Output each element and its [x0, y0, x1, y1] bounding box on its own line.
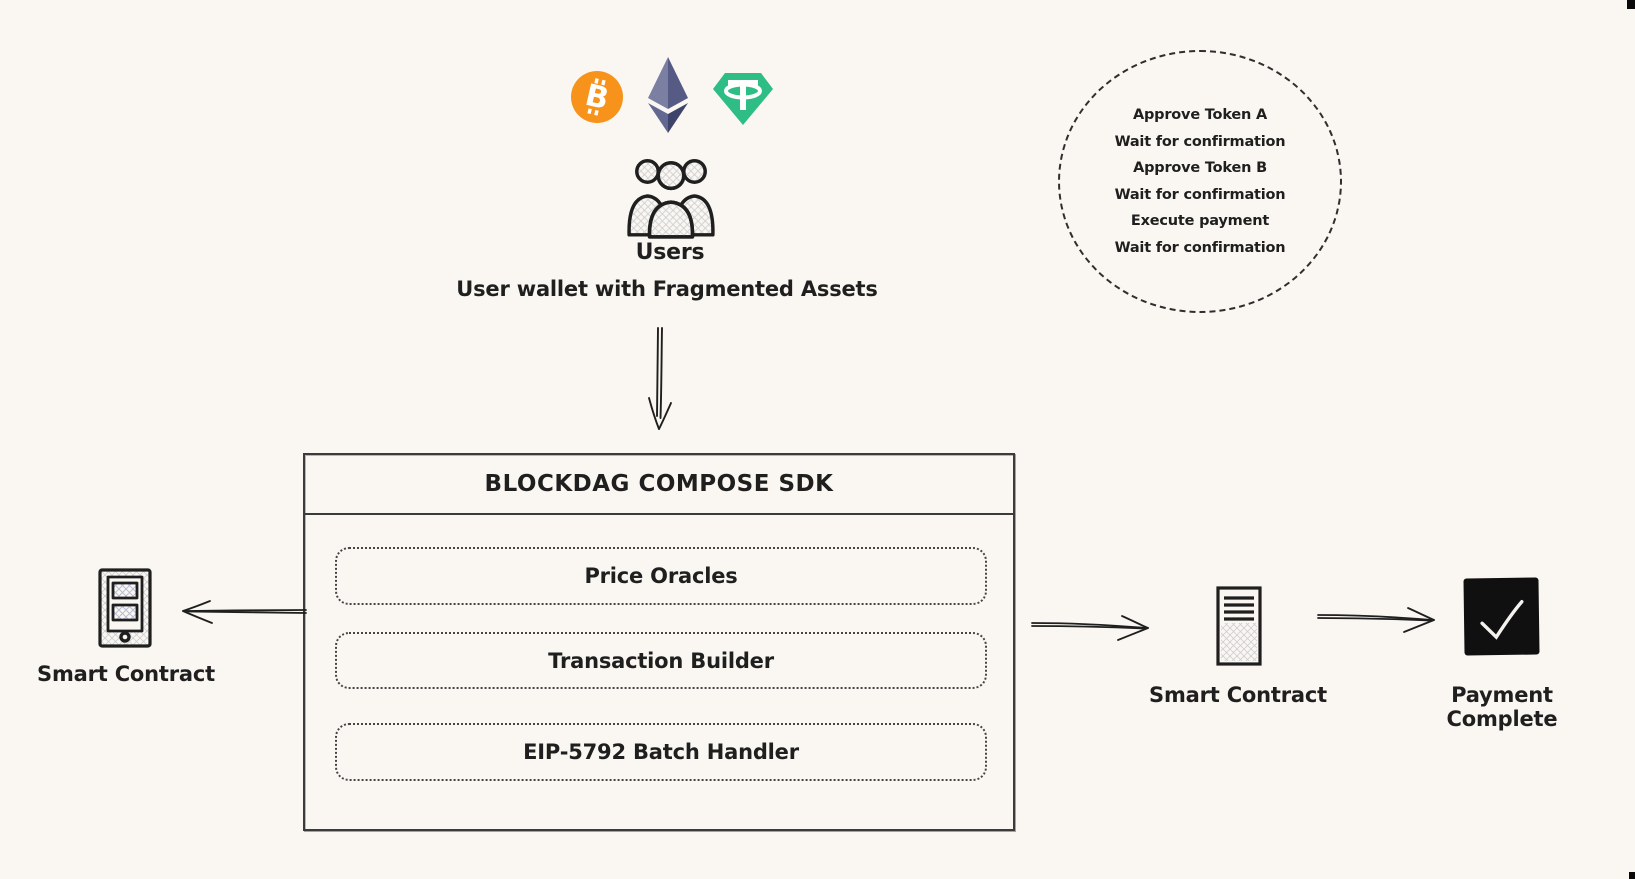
mobile-contract-icon — [98, 568, 152, 648]
right-contract-label: Smart Contract — [1149, 683, 1327, 707]
server-contract-icon — [1216, 586, 1262, 666]
sdk-module-price-oracles: Price Oracles — [335, 547, 987, 605]
payment-complete-label: Payment Complete — [1446, 683, 1558, 731]
users-icon — [623, 152, 719, 240]
sdk-title: BLOCKDAG COMPOSE SDK — [305, 455, 1013, 515]
payment-complete-box — [1463, 577, 1540, 656]
legacy-step: Wait for confirmation — [1114, 239, 1286, 256]
sdk-box: BLOCKDAG COMPOSE SDK Price Oracles Trans… — [303, 453, 1015, 831]
legacy-step: Wait for confirmation — [1114, 133, 1286, 150]
legacy-flow-circle: Approve Token A Wait for confirmation Ap… — [1058, 50, 1342, 313]
legacy-step: Approve Token A — [1132, 107, 1268, 123]
sdk-module-transaction-builder: Transaction Builder — [335, 632, 987, 689]
screen-corner-artifact-bottom-right — [1629, 872, 1635, 879]
screen-corner-artifact-top-right — [1627, 0, 1635, 9]
users-label: Users — [635, 240, 705, 265]
tether-icon — [712, 72, 774, 126]
legacy-step: Execute payment — [1130, 213, 1270, 229]
arrow-contract-to-payment — [1316, 602, 1438, 634]
legacy-step: Approve Token B — [1133, 160, 1267, 176]
checkmark-icon — [1480, 600, 1524, 640]
sdk-module-batch-handler: EIP-5792 Batch Handler — [335, 723, 987, 781]
left-contract-label: Smart Contract — [37, 662, 215, 686]
arrow-users-to-sdk — [645, 326, 675, 432]
legacy-step: Wait for confirmation — [1114, 186, 1286, 203]
arrow-sdk-to-left-contract — [180, 598, 308, 626]
wallet-caption: User wallet with Fragmented Assets — [456, 277, 878, 301]
bitcoin-icon: B — [570, 70, 624, 124]
arrow-sdk-to-right-contract — [1030, 610, 1152, 642]
ethereum-icon — [645, 56, 691, 134]
